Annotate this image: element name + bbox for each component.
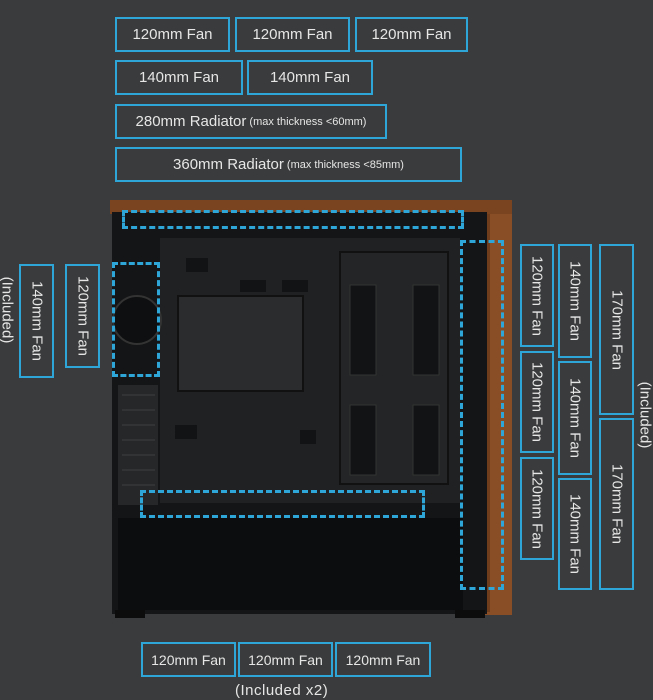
front-fan-170-label-1: 170mm Fan (599, 244, 634, 415)
top-fan-120-label-2: 120mm Fan (235, 17, 350, 52)
psu-shroud (118, 518, 463, 610)
rear-fan-120-label: 120mm Fan (65, 264, 100, 368)
rear-included-note: (Included) (0, 276, 16, 344)
front-fan-140-label-3: 140mm Fan (558, 478, 592, 590)
top-mount-zone (122, 210, 464, 229)
radiator-280-label: 280mm Radiator(max thickness <60mm) (115, 104, 387, 139)
bottom-mount-zone (140, 490, 425, 518)
expansion-slots (118, 385, 158, 505)
top-fan-120-label-1: 120mm Fan (115, 17, 230, 52)
top-fan-140-label-1: 140mm Fan (115, 60, 243, 95)
bottom-fan-120-label-2: 120mm Fan (238, 642, 333, 677)
front-included-note: (Included) (636, 381, 653, 449)
bottom-fan-120-label-3: 120mm Fan (335, 642, 431, 677)
front-fan-140-label-1: 140mm Fan (558, 244, 592, 358)
front-fan-140-label-2: 140mm Fan (558, 361, 592, 475)
front-fan-120-label-2: 120mm Fan (520, 351, 554, 453)
top-fan-120-label-3: 120mm Fan (355, 17, 468, 52)
top-fan-140-label-2: 140mm Fan (247, 60, 373, 95)
radiator-360-label: 360mm Radiator(max thickness <85mm) (115, 147, 462, 182)
front-mount-zone (460, 240, 504, 590)
bottom-fan-120-label-1: 120mm Fan (141, 642, 236, 677)
front-fan-120-label-1: 120mm Fan (520, 244, 554, 347)
rear-fan-140-label: 140mm Fan (19, 264, 54, 378)
front-fan-120-label-3: 120mm Fan (520, 457, 554, 560)
bottom-included-note: (Included x2) (235, 682, 329, 699)
rear-mount-zone (112, 262, 160, 377)
front-fan-170-label-2: 170mm Fan (599, 418, 634, 590)
